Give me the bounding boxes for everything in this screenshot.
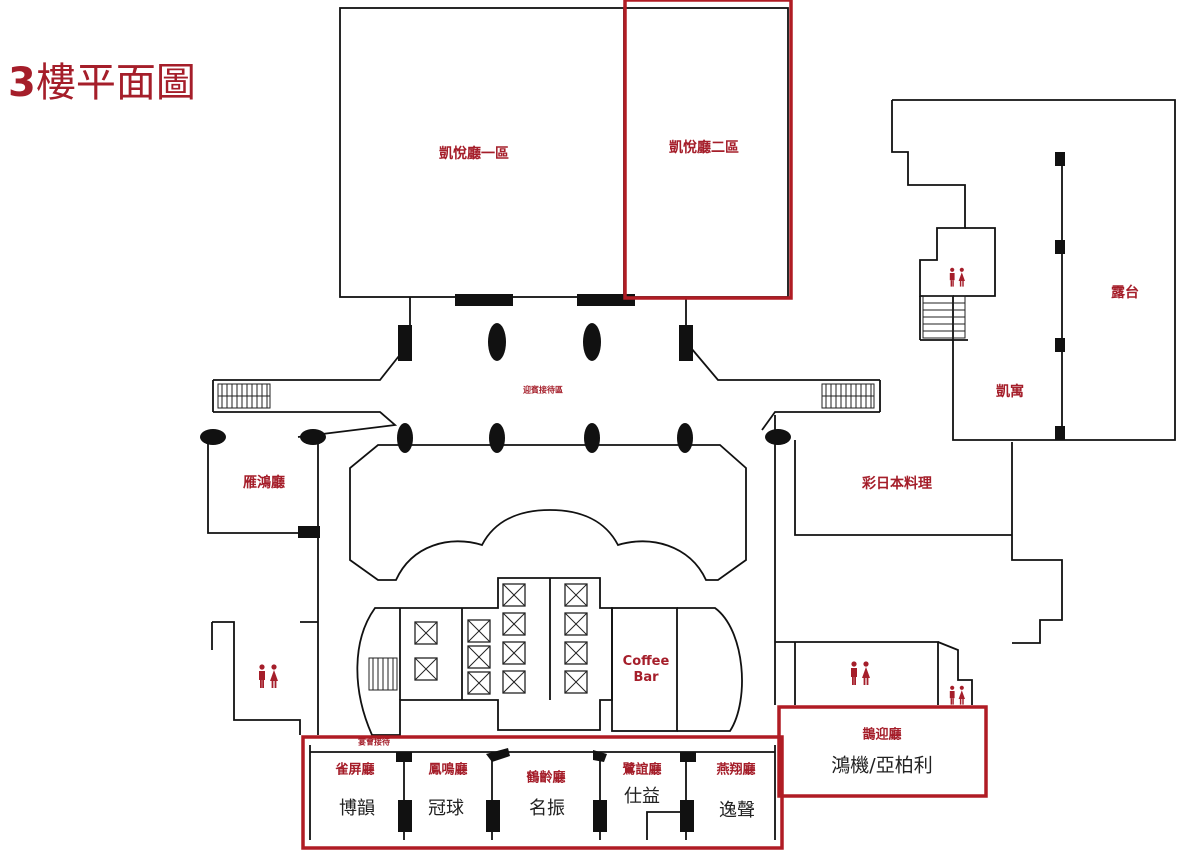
room-fengming[interactable]: 鳳鳴廳 (428, 762, 468, 778)
room-yanxiang[interactable]: 燕翔廳 (716, 762, 756, 778)
subroom-boyun: 博韻 (339, 798, 375, 819)
escalator-icon (217, 383, 271, 409)
room-queying[interactable]: 鵲迎廳 (862, 727, 902, 743)
restroom-icon (949, 267, 965, 287)
staircase-icon (368, 657, 398, 691)
room-kaiyue-1[interactable]: 凱悅廳一區 (439, 146, 509, 162)
restroom-icon (259, 664, 278, 688)
subroom-shiyi: 仕益 (624, 786, 660, 807)
page-title: 3樓平面圖 (8, 58, 196, 108)
room-kaiyue-2[interactable]: 凱悅廳二區 (669, 140, 739, 156)
area-vip-lobby: 迎賓接待區 (523, 385, 563, 395)
restroom-icon (949, 685, 965, 705)
room-queping[interactable]: 雀屏廳 (335, 762, 375, 778)
banquet-rooms-highlight (301, 735, 784, 850)
escalator-icon (821, 383, 875, 409)
room-cai-japanese[interactable]: 彩日本料理 (862, 476, 932, 492)
queying-highlight (777, 705, 988, 798)
room-kaiyu[interactable]: 凱寓 (996, 384, 1024, 400)
subroom-hongji-yabolli: 鴻機/亞柏利 (831, 754, 933, 777)
room-terrace[interactable]: 露台 (1111, 285, 1139, 301)
coffee-bar-line-1: Coffee (622, 654, 670, 669)
subroom-yisheng: 逸聲 (719, 800, 755, 821)
room-heling[interactable]: 鶴齡廳 (526, 770, 566, 786)
restroom-icon (851, 661, 870, 685)
subroom-mingzhen: 名振 (529, 798, 565, 819)
subroom-guanqiu: 冠球 (428, 798, 464, 819)
coffee-bar-line-2: Bar (633, 670, 659, 685)
title-text: 樓平面圖 (35, 60, 196, 106)
pillar-icon (200, 152, 1065, 832)
elevator-icon (414, 583, 588, 695)
room-yanhong[interactable]: 雁鴻廳 (243, 475, 285, 491)
staircase-icon (922, 295, 966, 339)
kaiyue-2-highlight (623, 0, 793, 300)
room-luyi[interactable]: 鷺誼廳 (622, 762, 662, 778)
floor-number: 3 (8, 60, 36, 106)
area-reception: 宴會接待 (358, 737, 390, 747)
coffee-bar[interactable]: Coffee Bar (623, 654, 670, 686)
